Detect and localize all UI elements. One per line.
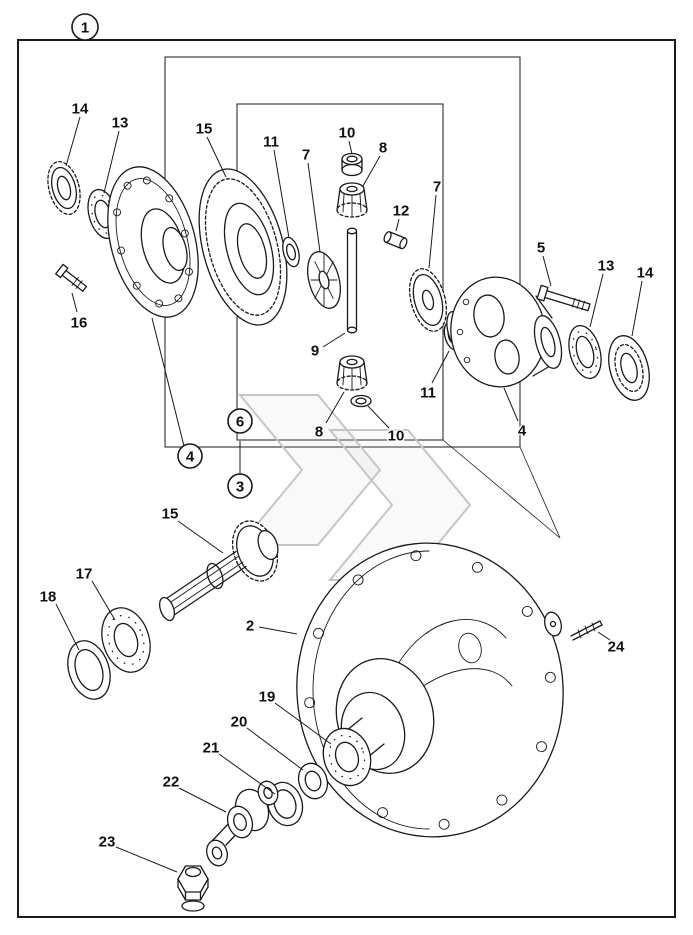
callout-circle-1 [71, 13, 99, 41]
callout-label-11: 11 [263, 134, 279, 151]
part-spline-coupling-14-left-drawing [47, 160, 81, 216]
callout-label-5: 5 [537, 240, 545, 257]
projection-line [442, 439, 561, 539]
callout-leader-13 [103, 130, 120, 194]
callout-leader-14 [631, 280, 643, 337]
callout-leader-14 [65, 116, 81, 167]
callout-label-7: 7 [302, 147, 310, 164]
callout-leader-21 [218, 753, 276, 795]
callout-leader-10 [348, 140, 353, 155]
callout-leader-4 [503, 387, 519, 422]
callout-leader-9 [322, 332, 346, 348]
callout-label-8: 8 [315, 424, 323, 441]
callout-leader-18 [55, 603, 80, 651]
callout-label-13: 13 [112, 115, 129, 132]
part-washer-10-bottom-drawing [350, 394, 372, 408]
callout-circle-4 [177, 443, 203, 469]
part-housing-cover-2-drawing [296, 542, 564, 838]
callout-label-24: 24 [608, 639, 625, 656]
upper-assembly [47, 152, 650, 408]
callout-label-11: 11 [420, 385, 436, 402]
callout-leader-2 [258, 626, 298, 635]
part-yoke-22-drawing [206, 780, 279, 867]
watermark-logo [237, 394, 472, 581]
part-pin-12-drawing [383, 231, 408, 250]
callout-leader-17 [91, 580, 116, 621]
part-side-gear-7-left-drawing [307, 251, 341, 309]
callout-leader-15 [177, 520, 224, 554]
callout-circle-3 [227, 473, 253, 499]
callout-leader-13 [589, 273, 604, 328]
part-ball-bearing-19-drawing [322, 727, 372, 787]
part-spacer-20-drawing [297, 762, 329, 800]
callout-label-22: 22 [163, 774, 180, 791]
part-ring-gear-15-drawing [198, 168, 288, 326]
callout-label-10: 10 [339, 125, 356, 142]
diagram-frame [17, 39, 676, 918]
callout-label-12: 12 [393, 203, 410, 220]
callout-leader-4 [151, 317, 185, 447]
callout-leader-5 [542, 255, 552, 287]
callout-leader-8 [362, 155, 381, 187]
callout-label-23: 23 [99, 834, 116, 851]
part-bevel-pinion-8-top-drawing [336, 182, 368, 218]
callout-label-6: 6 [236, 414, 244, 431]
projection-line [519, 446, 561, 539]
callout-leader-22 [178, 787, 227, 813]
callout-label-8: 8 [379, 140, 387, 157]
callout-label-20: 20 [231, 714, 248, 731]
part-pinion-shaft-15-drawing [158, 520, 279, 622]
callout-leader-16 [71, 292, 78, 313]
lower-assembly [67, 520, 603, 912]
callout-label-14: 14 [637, 265, 654, 282]
part-seal-ring-18-drawing [67, 640, 111, 700]
callout-leader-8 [325, 391, 345, 424]
callout-leader-15 [206, 136, 227, 178]
callout-label-17: 17 [76, 566, 93, 583]
callout-label-7: 7 [433, 179, 441, 196]
callout-label-4: 4 [518, 423, 527, 440]
callout-label-9: 9 [311, 343, 319, 360]
callout-label-1: 1 [81, 20, 89, 37]
callout-leader-7 [428, 194, 437, 269]
part-thrust-washer-11-left-drawing [282, 236, 300, 268]
callout-leader-11 [273, 149, 290, 239]
part-bolt-16-drawing [55, 263, 88, 292]
part-diff-case-4-drawing [446, 276, 563, 388]
callout-circle-6 [227, 408, 253, 434]
part-ball-bearing-17-drawing [101, 607, 151, 673]
callout-label-19: 19 [259, 689, 276, 706]
callout-label-15: 15 [162, 506, 179, 523]
callout-label-2: 2 [246, 618, 254, 635]
part-carrier-flange-drawing [107, 166, 199, 318]
part-coupling-14-right-drawing [608, 335, 650, 401]
callout-label-3: 3 [236, 479, 244, 496]
part-collar-10-top-drawing [341, 152, 363, 177]
callout-label-21: 21 [203, 740, 220, 757]
callout-label-14: 14 [72, 101, 89, 118]
part-nut-23-drawing [177, 865, 209, 912]
callout-leader-20 [246, 727, 304, 771]
callout-label-18: 18 [40, 589, 57, 606]
callout-leader-19 [274, 702, 332, 745]
callout-label-10: 10 [388, 428, 405, 445]
callout-label-4: 4 [186, 449, 195, 466]
part-bearing-13-right-drawing [568, 324, 602, 380]
part-gear-7-right-drawing [408, 268, 448, 332]
callout-leader-11 [431, 350, 450, 384]
callout-leader-10 [367, 405, 390, 429]
callout-leader-23 [115, 846, 178, 873]
part-cross-shaft-9-drawing [346, 227, 358, 334]
part-bolt-5-drawing [536, 284, 591, 312]
callout-label-16: 16 [71, 315, 88, 332]
part-stud-24-drawing [570, 620, 603, 641]
callout-leader-12 [395, 218, 400, 232]
callout-label-13: 13 [598, 258, 615, 275]
callout-leader-24 [597, 631, 611, 641]
part-bevel-pinion-8-bottom-drawing [336, 355, 368, 391]
callout-leader-7 [307, 162, 321, 253]
callout-label-15: 15 [196, 121, 213, 138]
